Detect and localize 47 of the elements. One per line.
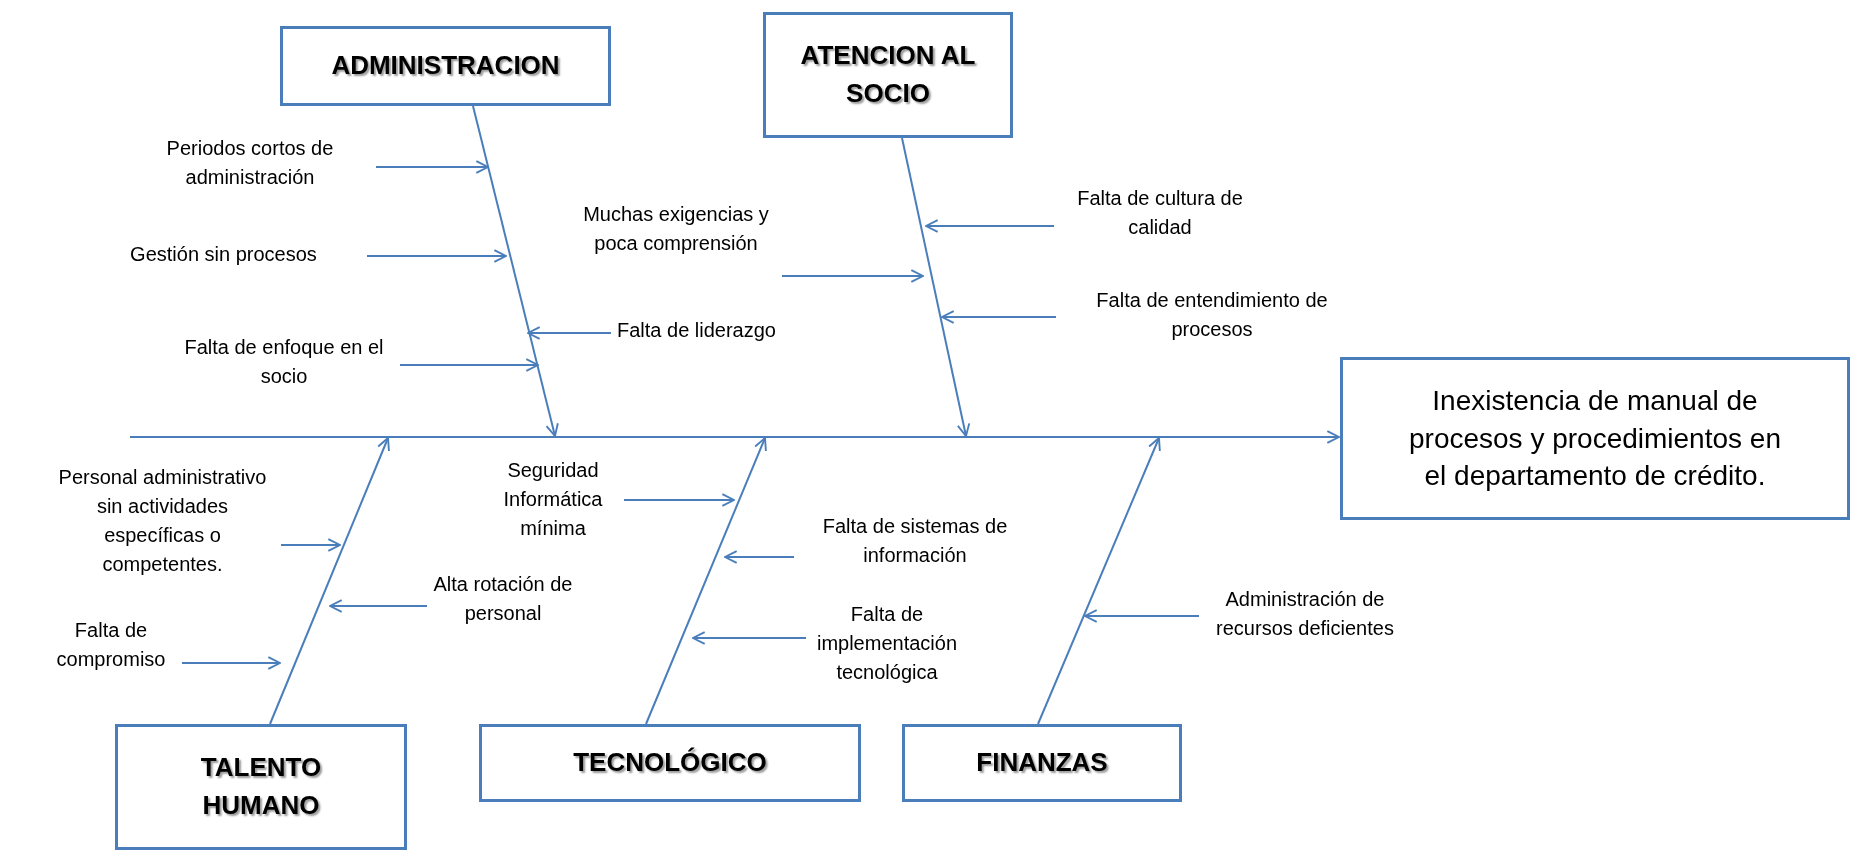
- arrow: [366, 249, 507, 263]
- arrow: [472, 105, 559, 437]
- arrow: [692, 631, 807, 645]
- arrow: [781, 269, 924, 283]
- category-box: [763, 12, 1013, 138]
- category-label: FINANZAS: [976, 746, 1108, 780]
- cause-label: Alta rotación de personal: [433, 570, 573, 628]
- category-box: [479, 724, 861, 802]
- cause-label: Personal administrativo sin actividades específicas o competentes.: [50, 463, 275, 579]
- cause-label: Falta de enfoque en el socio: [174, 333, 394, 391]
- cause-label: Falta de compromiso: [46, 616, 176, 674]
- arrow: [527, 326, 612, 340]
- effect-box: [1340, 357, 1850, 520]
- arrow: [901, 137, 971, 437]
- category-box: [115, 724, 407, 850]
- cause-label: Falta de implementación tecnológica: [812, 600, 962, 687]
- cause-label: Muchas exigencias y poca comprensión: [576, 200, 776, 258]
- arrow: [623, 493, 735, 507]
- arrow: [181, 656, 281, 670]
- cause-label: Falta de liderazgo: [617, 316, 847, 345]
- cause-label: Falta de sistemas de información: [800, 512, 1030, 570]
- cause-label: Seguridad Informática mínima: [488, 456, 618, 543]
- category-label: ATENCION AL SOCIO: [799, 39, 977, 110]
- effect-label: Inexistencia de manual de procesos y procedimientos en el departamento de crédito.: [1408, 383, 1782, 494]
- arrow: [329, 599, 428, 613]
- category-box: [902, 724, 1182, 802]
- cause-label: Falta de cultura de calidad: [1060, 184, 1260, 242]
- arrow: [280, 538, 341, 552]
- category-label: TALENTO HUMANO: [199, 751, 323, 822]
- arrow: [1084, 609, 1200, 623]
- spine-arrow: [1299, 430, 1340, 444]
- cause-label: Administración de recursos deficientes: [1205, 585, 1405, 643]
- cause-label: Gestión sin procesos: [86, 240, 361, 269]
- category-label: ADMINISTRACION: [331, 49, 560, 83]
- arrow: [925, 219, 1055, 233]
- arrow: [399, 358, 539, 372]
- arrow: [645, 437, 767, 725]
- arrow: [941, 310, 1057, 324]
- arrow: [724, 550, 795, 564]
- cause-label: Periodos cortos de administración: [130, 134, 370, 192]
- category-box: [280, 26, 611, 106]
- arrow: [1037, 437, 1161, 725]
- spine-line: [130, 436, 1300, 438]
- category-label: TECNOLÓGICO: [573, 746, 767, 780]
- arrow: [375, 160, 489, 174]
- arrow: [269, 437, 390, 725]
- cause-label: Falta de entendimiento de procesos: [1062, 286, 1362, 344]
